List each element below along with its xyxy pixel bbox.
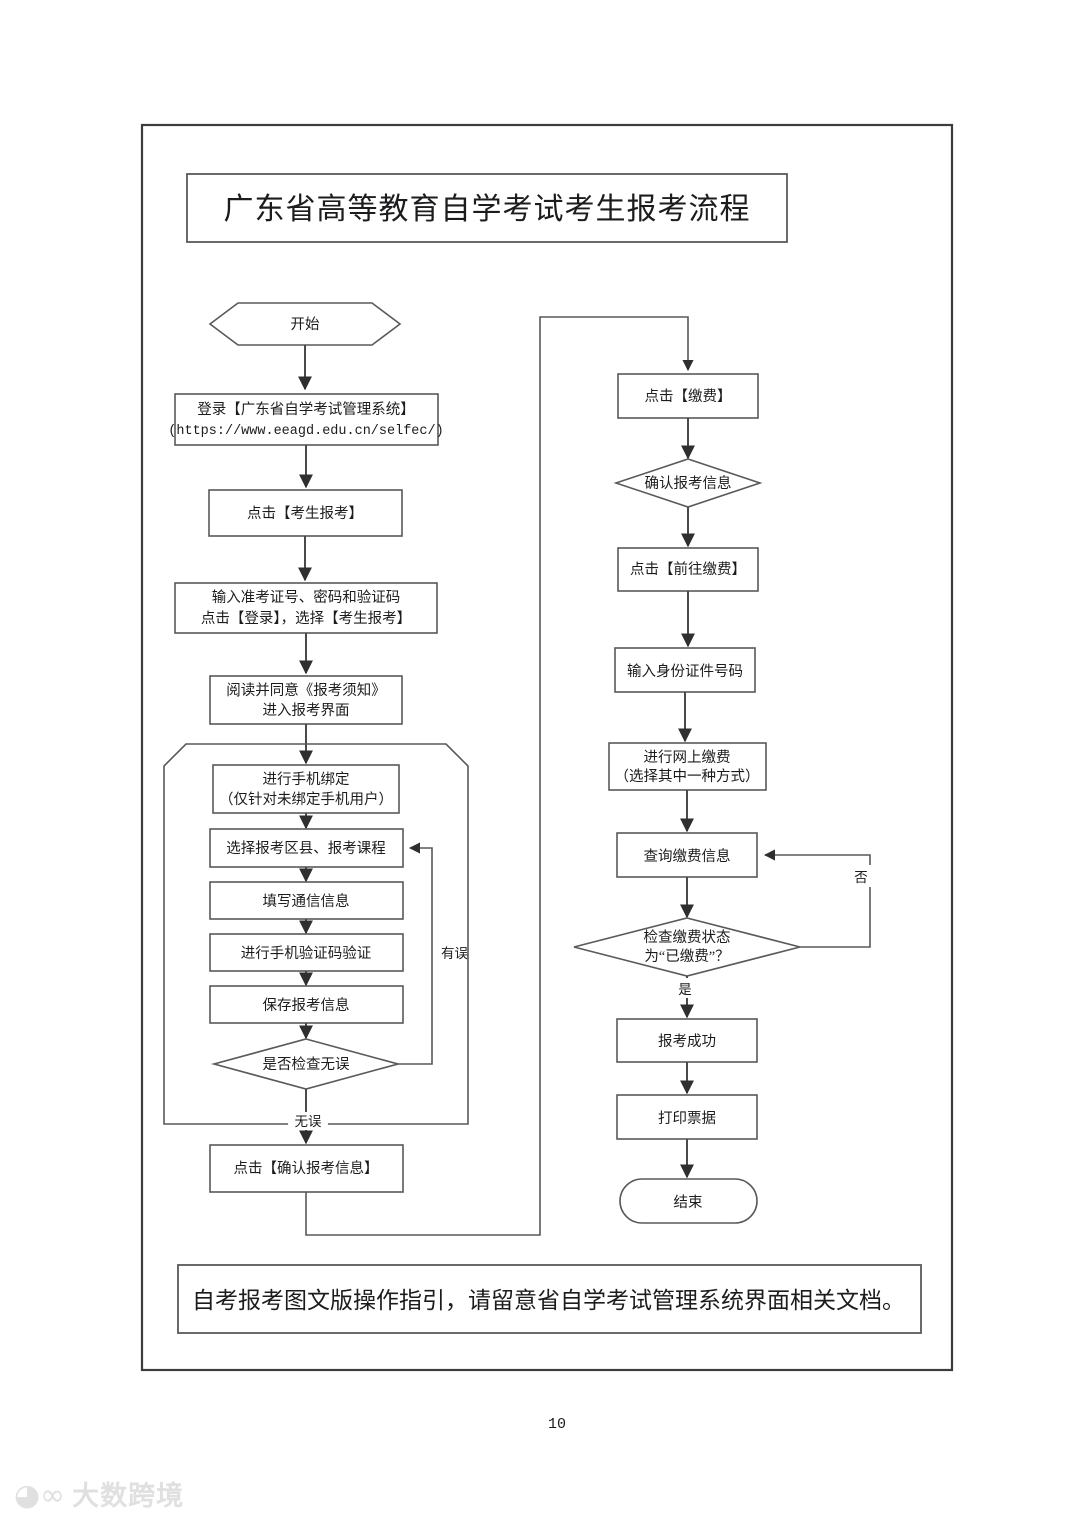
node-online-pay-line2: （选择其中一种方式） xyxy=(615,768,760,785)
edge-label-yes: 是 xyxy=(678,982,692,997)
node-enter-id-shape xyxy=(614,647,756,693)
edge-checkpaid-querypay-no xyxy=(763,849,871,948)
edge-checkok-selectarea-error xyxy=(398,842,433,1065)
node-login-line2: (https://www.eeagd.edu.cn/selfec/) xyxy=(168,424,443,439)
node-online-pay-line1: 进行网上缴费 xyxy=(644,749,731,766)
node-click-pay-label: 点击【缴费】 xyxy=(645,388,732,405)
node-end-label: 结束 xyxy=(674,1194,703,1211)
node-success-shape xyxy=(616,1018,758,1063)
node-verify-sms-shape xyxy=(209,933,404,972)
node-select-area-shape xyxy=(209,828,404,868)
node-fill-contact-label: 填写通信信息 xyxy=(263,893,350,910)
node-bind-phone-line2: （仅针对未绑定手机用户） xyxy=(219,791,393,808)
node-bind-phone-line1: 进行手机绑定 xyxy=(263,771,350,788)
node-select-area-label: 选择报考区县、报考课程 xyxy=(226,840,386,857)
node-query-pay-shape xyxy=(616,832,758,878)
loop-group-bracket xyxy=(163,743,469,1125)
edge-label-yes-bg xyxy=(672,978,698,998)
node-confirm-info-shape xyxy=(209,1144,404,1193)
node-check-paid-line1: 检查缴费状态 xyxy=(644,929,731,946)
footer-note-box xyxy=(177,1264,922,1334)
node-check-paid-line2: 为“已缴费”？ xyxy=(644,948,729,965)
node-enter-cred-line1: 输入准考证号、密码和验证码 xyxy=(212,589,401,606)
footer-note-text: 自考报考图文版操作指引，请留意省自学考试管理系统界面相关文档。 xyxy=(192,1288,905,1313)
node-enter-id-label: 输入身份证件号码 xyxy=(627,663,743,680)
node-end-shape xyxy=(619,1178,758,1224)
node-success-label: 报考成功 xyxy=(658,1033,716,1050)
node-click-exam-shape xyxy=(208,489,403,537)
node-goto-pay-label: 点击【前往缴费】 xyxy=(630,561,746,578)
node-query-pay-label: 查询缴费信息 xyxy=(644,848,731,865)
node-goto-pay-shape xyxy=(617,547,759,592)
edge-label-error: 有误 xyxy=(441,946,468,961)
node-click-pay-shape xyxy=(617,373,759,419)
node-save-info-shape xyxy=(209,985,404,1024)
node-online-pay-shape xyxy=(608,742,767,791)
node-login-line1: 登录【广东省自学考试管理系统】 xyxy=(197,401,415,418)
node-bind-phone-shape xyxy=(212,764,400,814)
node-confirm-info-label: 点击【确认报考信息】 xyxy=(234,1160,379,1177)
edge-confirminfo-clickpay xyxy=(305,316,694,1236)
title-box xyxy=(186,173,788,243)
watermark-label: 大数跨境 xyxy=(72,1480,185,1512)
node-enter-cred-line2: 点击【登录】，选择【考生报考】 xyxy=(201,610,411,627)
node-read-notice-shape xyxy=(209,675,403,725)
node-save-info-label: 保存报考信息 xyxy=(263,997,350,1014)
page-number: 10 xyxy=(548,1416,566,1433)
edge-label-noerror-bg xyxy=(288,1112,328,1130)
node-verify-sms-label: 进行手机验证码验证 xyxy=(241,945,372,962)
node-check-ok-label: 是否检查无误 xyxy=(263,1056,350,1073)
node-print-label: 打印票据 xyxy=(658,1110,716,1127)
page-title: 广东省高等教育自学考试考生报考流程 xyxy=(224,193,751,226)
node-click-exam-label: 点击【考生报考】 xyxy=(247,505,363,522)
node-read-notice-line1: 阅读并同意《报考须知》 xyxy=(226,681,386,699)
edge-label-noerror: 无误 xyxy=(295,1114,322,1129)
watermark: ◕∞ 大数跨境 xyxy=(14,1481,184,1511)
node-confirm-reg-label: 确认报考信息 xyxy=(645,475,732,492)
node-enter-cred-shape xyxy=(174,582,438,634)
edge-label-no: 否 xyxy=(854,870,868,885)
node-read-notice-line2: 进入报考界面 xyxy=(263,702,350,719)
edge-label-no-bg xyxy=(848,865,874,887)
node-check-paid-shape xyxy=(573,917,801,977)
watermark-logo-icon: ◕∞ xyxy=(14,1478,66,1513)
page-border xyxy=(140,123,954,1372)
node-start-label: 开始 xyxy=(291,316,320,333)
node-start-shape xyxy=(208,302,402,346)
